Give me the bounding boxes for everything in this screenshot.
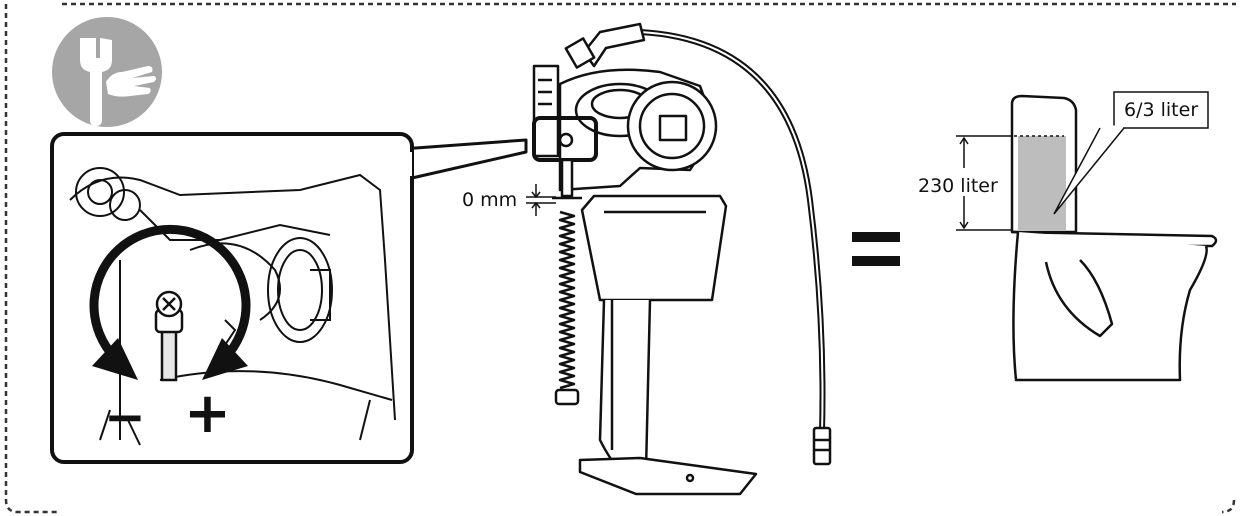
fill-valve: [532, 22, 832, 496]
dashed-frame: [4, 2, 1236, 514]
adjustment-screw: [154, 290, 184, 382]
flush-volume-label: 6/3 liter: [1124, 99, 1199, 121]
equals-icon: [852, 232, 900, 266]
gap-dimension: [526, 184, 556, 216]
gap-label: 0 mm: [462, 189, 518, 211]
flush-volume-callout: [1053, 91, 1209, 215]
wrench-hand-icon: [52, 17, 162, 127]
rotate-arrows-icon: [89, 224, 251, 355]
tank-height-dimension: [956, 135, 1012, 231]
tank-volume-label: 230 liter: [918, 175, 998, 197]
toilet-illustration: [1010, 94, 1218, 382]
decrease-label: −: [104, 388, 146, 446]
increase-label: +: [184, 381, 231, 446]
zoom-inset: [50, 132, 528, 464]
